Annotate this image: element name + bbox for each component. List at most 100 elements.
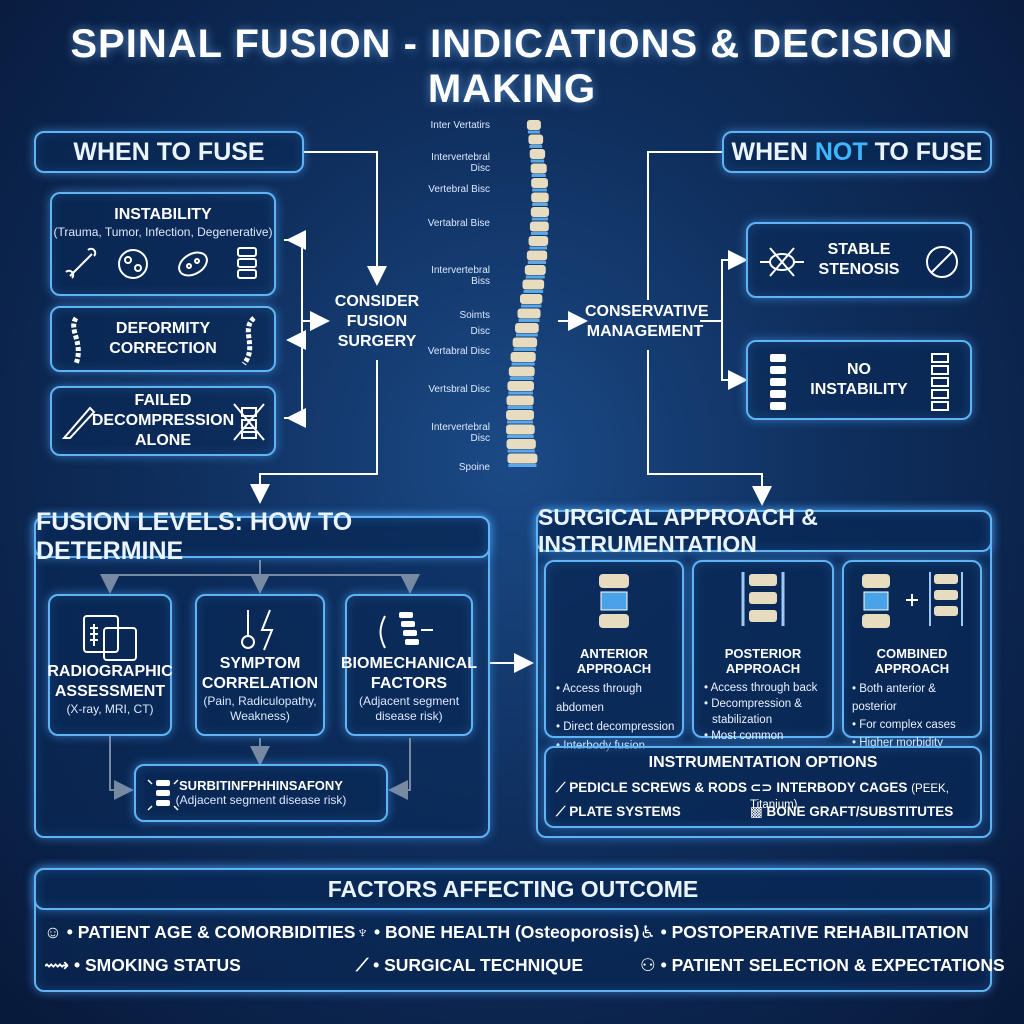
scalpel-icon [61,406,96,439]
vertebra [506,410,534,420]
conservative-line1: CONSERVATIVE [585,303,709,320]
patient-icon: ☺ [44,922,62,942]
vertebra [507,453,538,464]
factor-selection: • PATIENT SELECTION & EXPECTATIONS [660,955,1005,975]
consider-line1: CONSIDER [334,293,420,310]
segment-icon [147,779,179,811]
factor-item: ⟋ • SURGICAL TECHNIQUE [356,955,583,976]
deformity-card: DEFORMITY CORRECTION [50,306,276,372]
bone-graft-icon: ▩ [750,804,763,819]
vertebra [526,250,548,261]
biomechanical-line1: BIOMECHANICAL [341,655,477,672]
stable-stenosis-line1: STABLE [827,241,891,258]
symptom-sub1: (Pain, Radiculopathy, [203,694,317,708]
biomechanical-line2: FACTORS [370,675,448,692]
intervertebral-disc [525,275,545,279]
spine-label: Vertabral Bise [427,218,490,229]
symptom-sub2: Weakness) [230,709,290,723]
factor-item: ☺ • PATIENT AGE & COMORBIDITIES [44,922,355,943]
when-not-header-not: NOT [814,137,868,166]
bone-icon: ♆ [356,922,370,942]
failed-line2: DECOMPRESSION [91,412,235,429]
posterior-bullet: • Most common [704,730,784,742]
cages-detail: (PEEK, Titanium) [750,783,949,811]
posterior-bullet: stabilization [712,714,773,726]
consider-line3: SURGERY [337,333,417,350]
vertebra [530,207,549,217]
biomechanical-sub1: (Adjacent segment [358,694,460,708]
vertebra [507,381,534,391]
failed-line1: FAILED [134,392,192,409]
vertebra [508,366,535,377]
vertebra [520,294,543,304]
intervertebral-disc [508,464,537,467]
instrumentation-item-screws: ⟋ PEDICLE SCREWS & RODS [556,780,747,796]
deformity-line1: DEFORMITY [115,320,211,337]
vertebra [515,323,539,333]
screws-label: PEDICLE SCREWS & RODS [569,780,747,795]
when-not-header-a: WHEN [731,137,808,166]
failed-line3: ALONE [135,432,191,449]
posterior-spine-icon [741,572,785,626]
spine-label: Vertabral Disc [427,346,490,357]
spine-label: Soimts [459,310,490,321]
intervertebral-disc [523,290,544,293]
factor-smoking: • SMOKING STATUS [73,955,241,975]
fusion-summary-line2: (Adjacent segment disease risk) [175,793,347,807]
consider-line2: FUSION [346,313,408,330]
cages-label: INTERBODY CAGES [776,780,908,795]
intervertebral-disc [532,203,548,206]
deformity-line2: CORRECTION [109,340,217,357]
fusion-levels-header-text: FUSION LEVELS: HOW TO DETERMINE [36,508,353,565]
fusion-summary-card: SURBITINFPHHINSAFONY (Adjacent segment d… [134,764,388,822]
vertebra-stack-icon [770,354,786,410]
combined-spine-icon [862,572,963,628]
tumor-icon [118,248,148,279]
scoliosis-icon [241,316,256,366]
spine-label: Disc [470,326,490,337]
vertebra [517,308,541,319]
instability-card: INSTABILITY (Trauma, Tumor, Infection, D… [50,192,276,296]
factor-bone-health: • BONE HEALTH (Osteoporosis) [374,922,640,942]
combined-bullet: • For complex cases [852,719,956,731]
failed-decompression-card: FAILED DECOMPRESSION ALONE [50,386,276,456]
anterior-approach-title: ANTERIOR APPROACH [576,646,652,676]
intervertebral-disc [531,217,548,221]
vertebra [528,236,549,246]
anterior-spine-icon [599,574,629,628]
vertebra [531,178,548,188]
cigarette-icon: ⟿ [44,955,70,975]
instrumentation-header: INSTRUMENTATION OPTIONS [648,754,878,771]
cage-icon: ⊂⊃ [750,780,773,795]
intervertebral-disc [530,232,548,235]
fusion-levels-header: FUSION LEVELS: HOW TO DETERMINE [34,508,490,565]
no-instability-line1: NO [847,361,871,378]
screw-icon: ⟋ [556,780,566,795]
factor-item: ⚇ • PATIENT SELECTION & EXPECTATIONS [640,955,1005,976]
intervertebral-disc [509,377,534,380]
vertebra [506,395,534,406]
consider-fusion-text: CONSIDER FUSION SURGERY [327,292,427,352]
factor-item: ⟿ • SMOKING STATUS [44,955,241,976]
factor-rehab: • POSTOPERATIVE REHABILITATION [660,922,969,942]
spine-labels: Inter Vertatirs Intervertebral Disc Vert… [420,120,510,480]
symptom-line2: CORRELATION [201,675,319,692]
symptom-card: SYMPTOM CORRELATION (Pain, Radiculopathy… [195,594,325,736]
instrumentation-item-plates: ⟋ PLATE SYSTEMS [556,804,681,820]
prohibited-icon [926,246,958,278]
intervertebral-disc [530,159,545,163]
intervertebral-disc [507,435,534,438]
combined-bullet: • Both anterior & posterior [852,683,936,713]
fusion-summary-line1: SURBITINFPHHINSAFONY [179,778,343,793]
symptom-line1: SYMPTOM [219,655,301,672]
stable-spine-icon [931,353,949,411]
vertebra [510,352,536,362]
infection-icon [178,251,208,276]
factors-header: FACTORS AFFECTING OUTCOME [34,868,992,910]
anterior-bullet: • Direct decompression [556,721,675,733]
factors-header-text: FACTORS AFFECTING OUTCOME [327,875,699,902]
no-instability-line2: INSTABILITY [810,381,908,398]
spine-label: Intervertebral Disc [431,422,490,444]
intervertebral-disc [513,348,537,351]
spine-label: Vertebral Bisc [428,184,490,195]
